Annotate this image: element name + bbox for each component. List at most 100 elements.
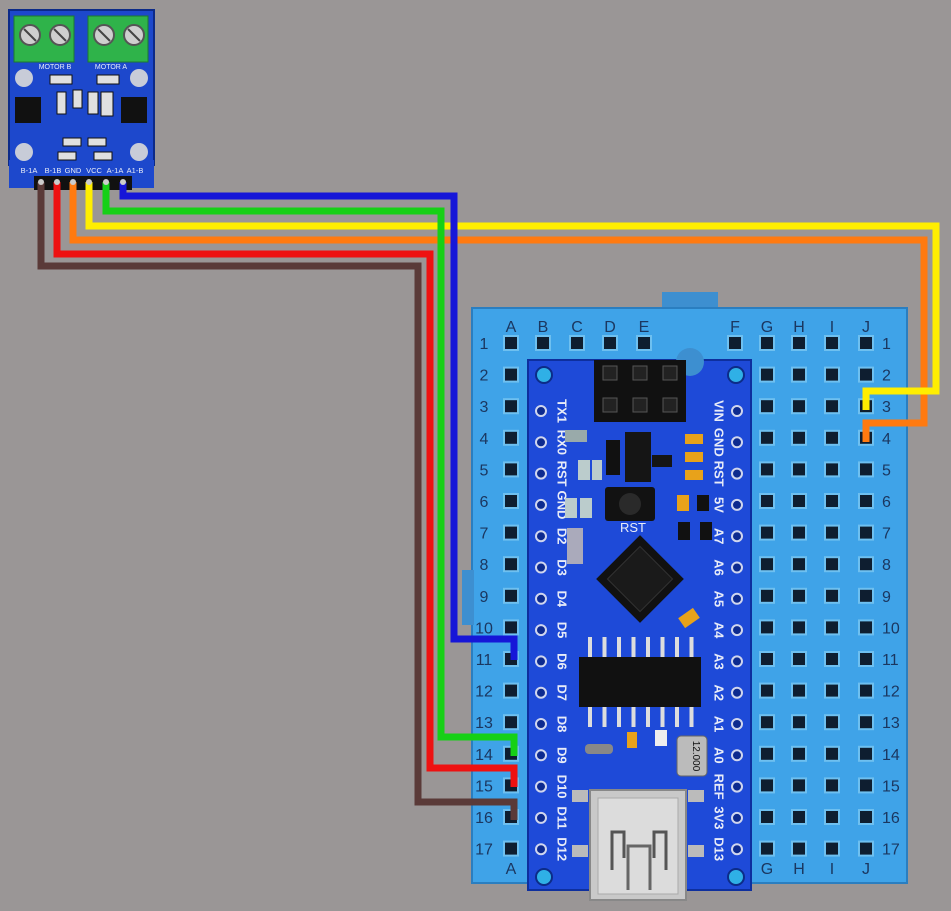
driver-resistor-5 — [87, 91, 99, 115]
breadboard-hole — [503, 335, 519, 351]
wire-green — [102, 182, 518, 756]
nano-pin-label: A7 — [712, 528, 727, 545]
driver-ic-right — [121, 97, 147, 123]
row-label: 17 — [475, 842, 493, 859]
nano-pin-label: D3 — [555, 559, 570, 576]
nano-pin — [731, 811, 743, 824]
led-smd-3 — [678, 522, 690, 540]
breadboard-hole — [791, 429, 807, 446]
breadboard-hole — [791, 493, 807, 509]
breadboard-hole — [824, 777, 840, 794]
breadboard-hole — [759, 809, 775, 825]
nano-pin-label: GND — [712, 428, 727, 457]
voltage-regulator — [625, 432, 651, 482]
breadboard-hole — [824, 556, 840, 573]
nano-pin — [535, 655, 547, 668]
driver-resistor-8 — [87, 137, 107, 147]
nano-pin — [731, 749, 743, 762]
column-label: I — [830, 319, 834, 336]
row-label: 15 — [882, 778, 900, 795]
small-chip — [652, 455, 672, 467]
nano-pin — [731, 624, 743, 637]
capacitor-4 — [678, 607, 700, 629]
motor-b-label: MOTOR B — [39, 64, 72, 71]
breadboard-hole — [791, 461, 807, 478]
nano-pin — [731, 592, 743, 605]
breadboard-hole — [503, 619, 519, 636]
breadboard-hole — [759, 745, 775, 762]
row-label: 11 — [882, 652, 899, 669]
row-label: 5 — [882, 462, 891, 479]
row-label: 11 — [476, 652, 493, 669]
row-label: 8 — [882, 557, 891, 574]
nano-pin-label: A3 — [712, 653, 727, 670]
resistor-5 — [655, 730, 667, 746]
breadboard-hole — [858, 714, 874, 731]
driver-resistor-6 — [100, 91, 114, 117]
capacitor-2 — [685, 452, 703, 462]
row-label: 5 — [480, 462, 489, 479]
breadboard-hole — [727, 335, 743, 351]
breadboard-hole — [759, 714, 775, 731]
breadboard-hole — [824, 461, 840, 478]
column-label: B — [538, 319, 549, 336]
nano-pin — [535, 436, 547, 449]
breadboard-hole — [791, 619, 807, 636]
resistor-1 — [578, 460, 590, 480]
smd-chip — [565, 430, 587, 442]
nano-pin-label: D13 — [712, 837, 727, 861]
driver-pin — [86, 179, 92, 185]
nano-pin-label: D11 — [555, 806, 570, 829]
breadboard-hole — [858, 335, 874, 351]
breadboard-hole — [858, 745, 874, 762]
motor-a-label: MOTOR A — [95, 64, 127, 71]
terminal-block-a — [87, 15, 149, 63]
nano-pin — [535, 530, 547, 543]
nano-pin — [731, 561, 743, 574]
column-label: C — [571, 319, 583, 336]
breadboard-hole — [535, 335, 551, 351]
row-label: 14 — [882, 747, 900, 764]
reset-label: RST — [620, 520, 646, 535]
nano-pin-label: D9 — [555, 747, 570, 764]
breadboard-hole — [503, 429, 519, 446]
wires — [37, 182, 940, 820]
nano-pin — [535, 405, 547, 417]
driver-mount-hole-4 — [130, 143, 148, 161]
nano-pin-label: D2 — [555, 528, 570, 545]
bottom-label: I — [830, 861, 834, 878]
row-label: 4 — [882, 431, 891, 448]
nano-pin-holes — [535, 405, 743, 856]
row-label: 9 — [882, 589, 891, 606]
row-label: 6 — [480, 494, 489, 511]
row-label: 6 — [882, 494, 891, 511]
breadboard-hole — [858, 556, 874, 573]
breadboard-hole — [759, 619, 775, 636]
driver-pin-dots — [38, 179, 126, 185]
breadboard-hole — [791, 398, 807, 415]
breadboard-hole — [824, 429, 840, 446]
breadboard-hole — [824, 524, 840, 541]
breadboard-hole — [791, 366, 807, 383]
breadboard-hole — [858, 619, 874, 636]
terminal-block-b — [13, 15, 75, 63]
nano-pin-label: D10 — [555, 775, 570, 799]
resistor-3 — [565, 498, 577, 518]
nano-pin-label: RST — [712, 461, 727, 487]
column-label: E — [639, 319, 650, 336]
regulator-tab — [606, 440, 620, 475]
led-smd-2 — [697, 495, 709, 511]
breadboard-hole — [759, 366, 775, 383]
nano-pin — [535, 780, 547, 793]
nano-pin — [535, 561, 547, 574]
breadboard-hole — [636, 335, 652, 351]
column-label: A — [506, 319, 517, 336]
breadboard-hole — [824, 619, 840, 636]
row-label: 12 — [475, 684, 493, 701]
nano-pin — [731, 655, 743, 668]
breadboard-hole — [791, 745, 807, 762]
bottom-label: J — [862, 861, 870, 878]
